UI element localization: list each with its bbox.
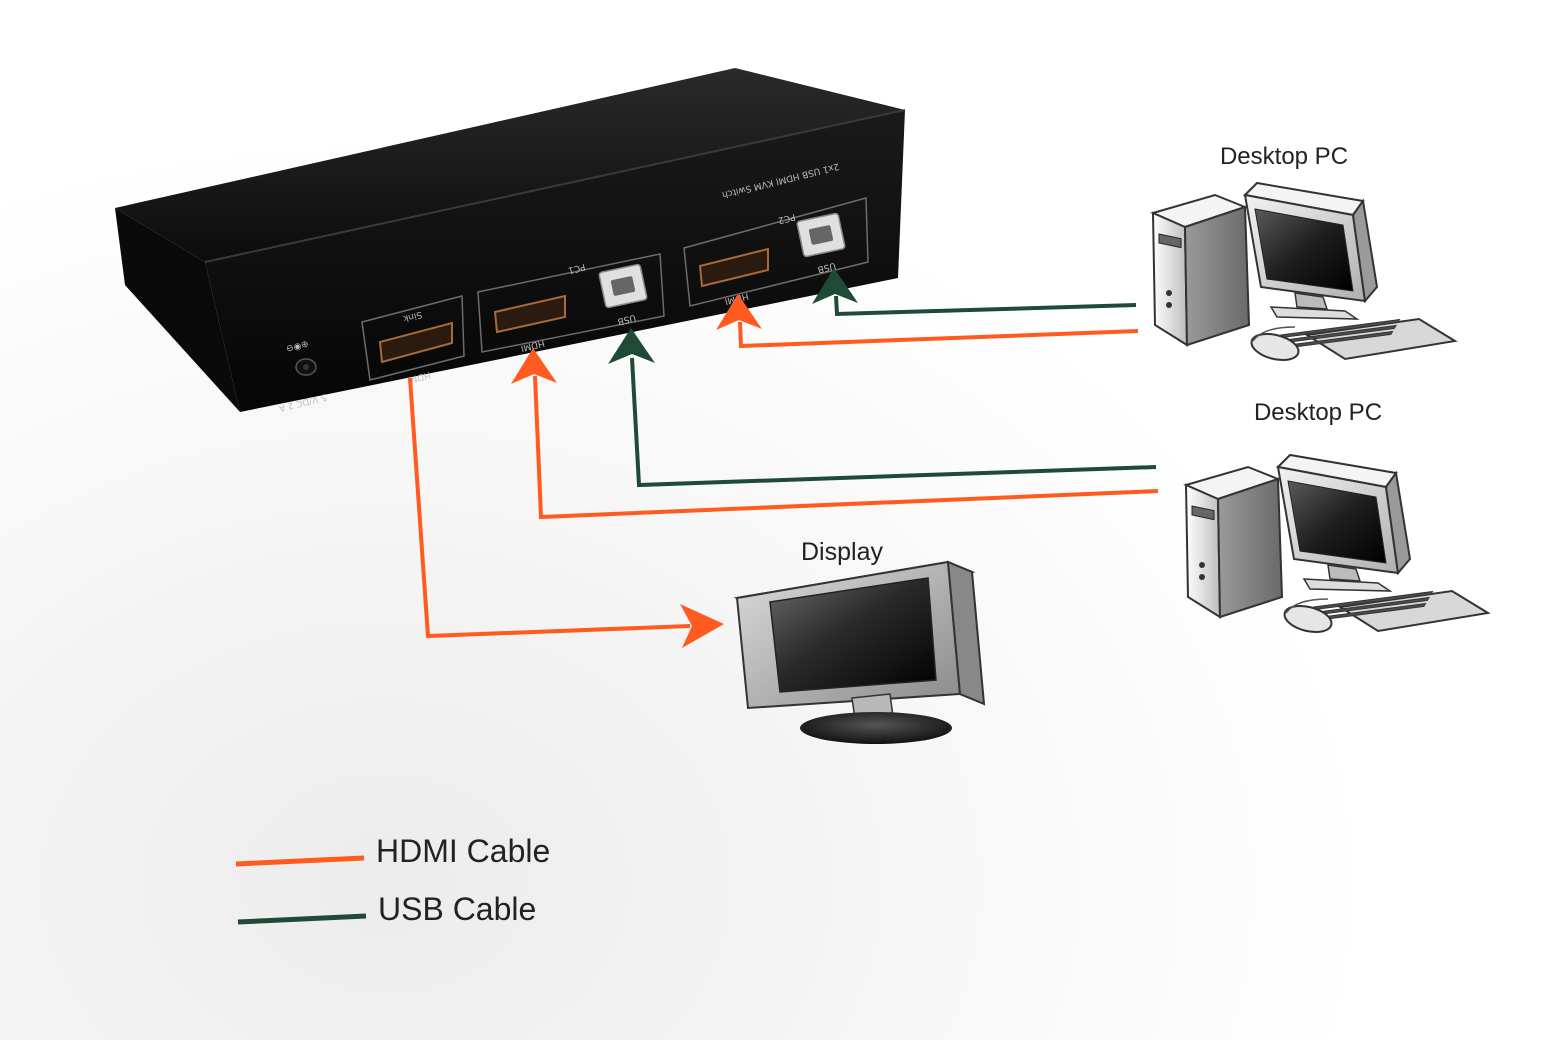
usb-arrowhead-pc2 [812,268,858,304]
display-label: Display [801,538,883,566]
pc1-usb-label: USB [616,312,636,326]
pc2-usb-label: USB [816,260,836,274]
legend-hdmi-swatch [235,855,365,867]
pc1-group-label: PC1 [567,261,586,275]
usb-arrowhead-pc1 [608,328,655,364]
desktop-pc-bottom-label: Desktop PC [1254,399,1382,426]
hdmi-cable-sink-to-display [408,377,691,639]
hdmi-arrowhead-pc1 [511,348,557,384]
hdmi-cable-pc1 [533,375,1159,520]
hdmi-arrowhead-pc2 [716,294,762,330]
usb-cable-pc1 [630,357,1157,488]
desktop-pc-icon [1150,181,1458,362]
usb-cable-pc2 [834,295,1137,317]
display-monitor-icon [733,560,986,744]
power-jack [295,358,317,376]
legend-usb-label: USB Cable [378,891,536,927]
legend-hdmi-label: HDMI Cable [376,833,550,869]
hdmi-arrowhead-display [680,604,724,648]
desktop-pc-top-label: Desktop PC [1220,143,1348,170]
pc1-port-group: PC1 HDMI USB [477,253,665,353]
cables [408,268,1159,648]
pc2-group-label: PC2 [777,211,796,225]
legend: HDMI Cable USB Cable [235,833,550,927]
legend-usb-swatch [237,913,367,925]
legend-item-usb: USB Cable [237,891,536,927]
desktop-pc-icon [1183,453,1491,634]
hdmi-cable-pc2 [738,321,1139,349]
kvm-switch-device: 2x1 USB HDMI KVM Switch 5 V/DC 2 A ⊖◉⊕ S… [115,68,906,413]
legend-item-hdmi: HDMI Cable [235,833,550,869]
sink-group-label: Sink [401,309,423,324]
